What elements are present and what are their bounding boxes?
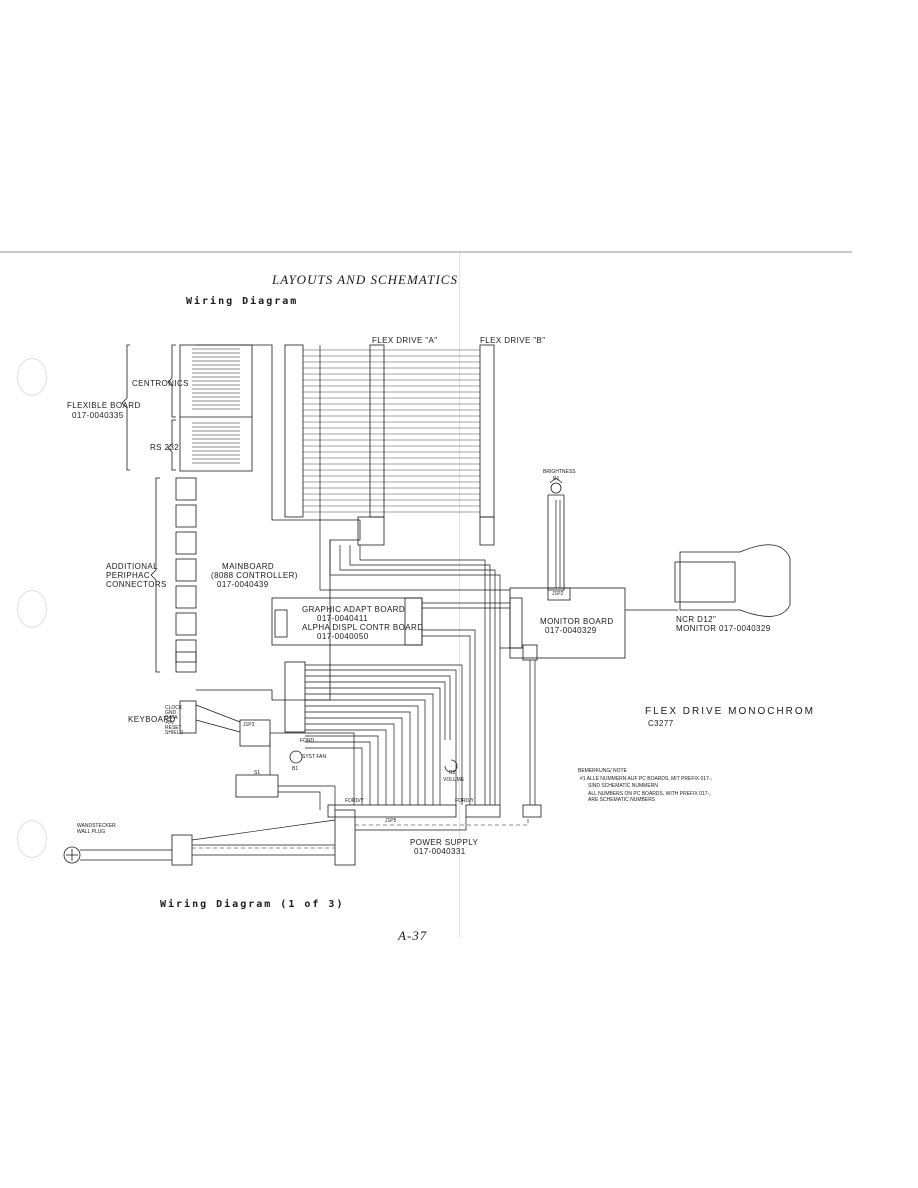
graphic-board-pn: 017-0040411: [317, 614, 368, 623]
volume-label: VOLUME: [443, 777, 465, 783]
centronics-label: CENTRONICS: [132, 379, 189, 388]
fordy-label-2: FORD/Y: [455, 798, 474, 804]
punch-hole: [17, 358, 47, 396]
flex-drive-a-label: FLEX DRIVE "A": [372, 336, 438, 345]
fan: [289, 750, 303, 764]
flex-a-connector: [284, 344, 304, 518]
flex-mono-code: C3277: [648, 719, 674, 728]
top-rule: [0, 251, 852, 253]
flexible-board-label: FLEXIBLE BOARD: [67, 401, 141, 410]
s1-label: S1: [254, 770, 261, 776]
power-supply-pn: 017-0040331: [414, 847, 466, 856]
rs232-brace: [167, 419, 176, 471]
connectors-label: CONNECTORS: [106, 580, 167, 589]
ncr-monitor-pn: MONITOR 017-0040329: [676, 624, 771, 633]
slot: [175, 558, 197, 582]
wall-plug: [63, 846, 81, 864]
punch-hole: [17, 820, 47, 858]
mainboard-outline: [196, 344, 361, 701]
wall-plug-label-2: WALL PLUG: [77, 829, 106, 835]
j1p5-label: J1P5: [385, 818, 397, 824]
flexible-board-pn: 017-0040335: [72, 411, 124, 420]
graphic-board-label: GRAPHIC ADAPT BOARD: [302, 605, 406, 614]
ford-label: FORD: [300, 738, 315, 744]
mainboard-ctrl: (8088 CONTROLLER): [211, 571, 298, 580]
monitor-board-label: MONITOR BOARD: [540, 617, 614, 626]
mainboard-label: MAINBOARD: [222, 562, 275, 571]
punch-hole: [17, 590, 47, 628]
flex-mono-title: FLEX DRIVE MONOCHROM: [645, 706, 816, 717]
fordy-label: FORD/Y: [345, 798, 364, 804]
flexible-board-brace: [121, 344, 130, 471]
keyboard-pin: DATA: [165, 715, 178, 721]
centronics-brace: [167, 344, 176, 418]
j1p3-label: J1P3: [243, 722, 255, 728]
rs232-label: RS 232: [150, 443, 180, 452]
slot: [175, 651, 197, 673]
alpha-board-pn: 017-0040050: [317, 632, 369, 641]
slot: [175, 639, 197, 663]
mainboard-pn: 017-0040439: [217, 580, 269, 589]
power-supply-label: POWER SUPPLY: [410, 838, 479, 847]
slot: [175, 531, 197, 555]
page-number: A-37: [398, 928, 428, 943]
center-fold: [459, 253, 460, 938]
periphac-label: PERIPHAC: [106, 571, 151, 580]
slot: [175, 504, 197, 528]
note-title: BEMERKUNG/ NOTE: [578, 768, 627, 774]
slot: [175, 585, 197, 609]
crt-monitor: [679, 544, 791, 617]
alpha-board-label: ALPHA DISPL CONTR BOARD: [302, 623, 424, 632]
brightness-label: BRIGHTNESS: [543, 469, 576, 475]
b1-label: B1: [292, 766, 299, 772]
slot: [175, 477, 197, 501]
note-line: ALL NUMBERS ON PC BOARDS, WITH PREFIX 01…: [588, 791, 711, 797]
keyboard-pin: SHIELD: [165, 730, 184, 736]
keyboard-label: KEYBOARD: [128, 715, 176, 724]
keyboard-pin: +5V: [165, 720, 175, 726]
page-title: LAYOUTS AND SCHEMATICS: [272, 272, 458, 287]
ncr-monitor-label: NCR D12": [676, 615, 717, 624]
note-line: ARE SCHEMATIC NUMBERS: [588, 797, 656, 803]
slot: [175, 612, 197, 636]
periphac-brace: [150, 477, 160, 673]
r2-label: R2: [449, 770, 456, 776]
flex-drive-b-label: FLEX DRIVE "B": [480, 336, 546, 345]
diagram-subtitle: Wiring Diagram: [186, 296, 299, 307]
figure-caption: Wiring Diagram (1 of 3): [160, 899, 345, 910]
note-line: #1 ALLE NUMMERN AUF PC BOARDS, MIT PREFI…: [580, 776, 712, 782]
keyboard-pin: RESET: [165, 725, 182, 731]
r1-label: R1: [553, 476, 560, 482]
keyboard-pin: CLOCK: [165, 705, 183, 711]
syst-fan-label: SYST FAN: [302, 754, 327, 760]
power-supply-block: [327, 804, 457, 818]
j1p2-label: J1P2: [552, 591, 564, 597]
note-line: SIND SCHEMATIC NUMMERN: [588, 783, 658, 789]
monitor-board-pn: 017-0040329: [545, 626, 597, 635]
wall-plug-label-1: WANDSTECKER: [77, 823, 116, 829]
additional-label: ADDITIONAL: [106, 562, 159, 571]
keyboard-pin: GND: [165, 710, 177, 716]
